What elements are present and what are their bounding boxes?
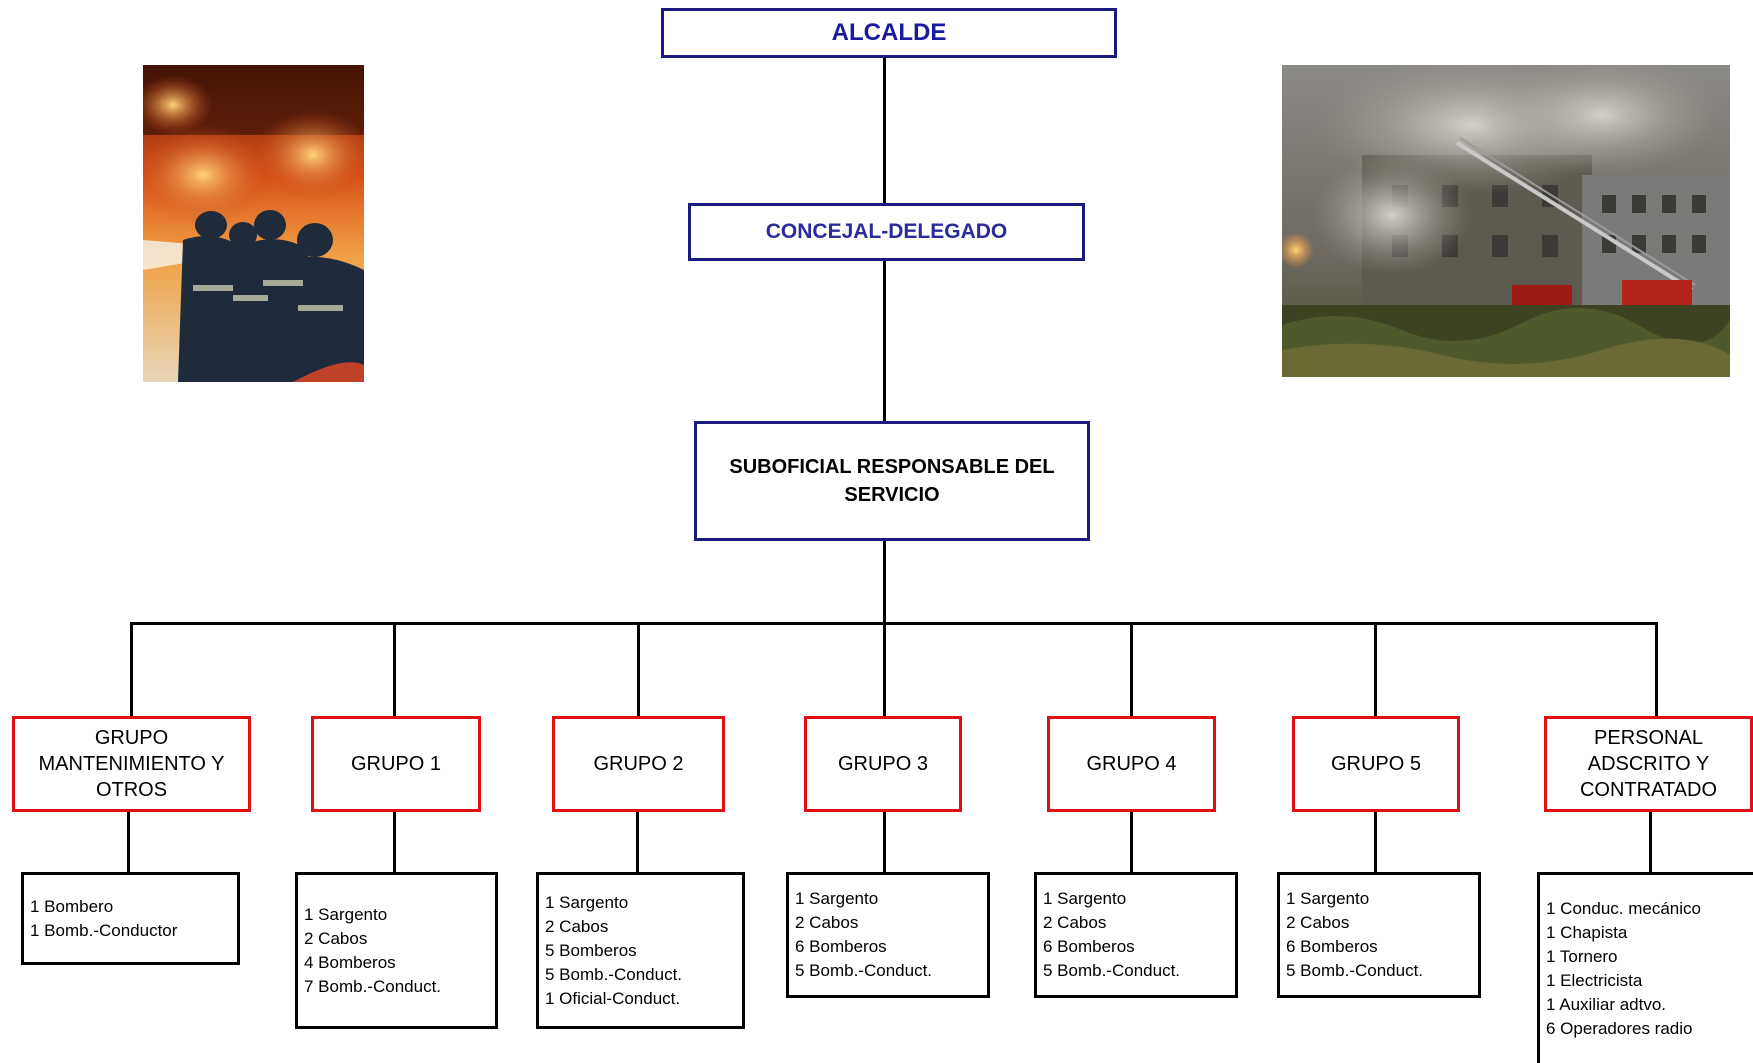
group-box-2: GRUPO 2 xyxy=(552,716,725,812)
member-item: 1 Sargento xyxy=(1043,889,1127,908)
member-item: 5 Bomb.-Conduct. xyxy=(545,964,683,984)
member-item: 1 Sargento xyxy=(1286,889,1370,908)
suboficial-box: SUBOFICIAL RESPONSABLE DEL SERVICIO xyxy=(694,421,1090,541)
member-line-1 xyxy=(393,811,396,873)
group-box-0: GRUPO MANTENIMIENTO Y OTROS xyxy=(12,716,251,812)
firefighters-photo xyxy=(143,65,364,382)
member-item: 5 Bomberos xyxy=(545,940,637,960)
member-item: 5 Bomb.-Conduct. xyxy=(1043,961,1181,980)
member-line-2 xyxy=(636,811,639,873)
drop-line-group-0 xyxy=(130,622,133,716)
member-item: 1 Conduc. mecánico xyxy=(1546,899,1701,918)
member-item: 5 Bomb.-Conduct. xyxy=(1286,961,1424,980)
member-item: 1 Sargento xyxy=(545,892,629,912)
connector-concejal-suboficial xyxy=(883,260,886,423)
member-list-0: 1 Bombero 1 Bomb.-Conductor xyxy=(21,872,240,965)
member-item: 1 Sargento xyxy=(304,904,388,924)
member-list-2: 1 Sargento 2 Cabos 5 Bomberos 5 Bomb.-Co… xyxy=(536,872,745,1029)
member-item: 6 Bomberos xyxy=(795,937,887,956)
member-list-4: 1 Sargento 2 Cabos 6 Bomberos 5 Bomb.-Co… xyxy=(1034,872,1238,998)
horizontal-bus xyxy=(130,622,1658,625)
member-item: 1 Oficial-Conduct. xyxy=(545,988,681,1008)
alcalde-label: ALCALDE xyxy=(831,19,947,46)
member-line-4 xyxy=(1130,811,1133,873)
burning-building-photo xyxy=(1282,65,1730,377)
member-list-5: 1 Sargento 2 Cabos 6 Bomberos 5 Bomb.-Co… xyxy=(1277,872,1481,998)
concejal-box: CONCEJAL-DELEGADO xyxy=(688,203,1085,261)
group-box-3: GRUPO 3 xyxy=(804,716,962,812)
alcalde-box: ALCALDE xyxy=(661,8,1117,58)
group-label: GRUPO 1 xyxy=(350,753,442,775)
group-box-6: PERSONAL ADSCRITO Y CONTRATADO xyxy=(1544,716,1753,812)
member-item: 1 Bomb.-Conductor xyxy=(30,920,178,940)
member-item: 2 Cabos xyxy=(795,913,859,932)
member-item: 5 Bomb.-Conduct. xyxy=(795,961,933,980)
member-item: 1 Chapista xyxy=(1546,923,1628,942)
group-box-1: GRUPO 1 xyxy=(311,716,481,812)
member-item: 7 Bomb.-Conduct. xyxy=(304,976,442,996)
group-box-4: GRUPO 4 xyxy=(1047,716,1216,812)
member-item: 1 Auxiliar adtvo. xyxy=(1546,995,1667,1014)
member-item: 1 Electricista xyxy=(1546,971,1643,990)
member-line-6 xyxy=(1649,811,1652,873)
member-list-3: 1 Sargento 2 Cabos 6 Bomberos 5 Bomb.-Co… xyxy=(786,872,990,998)
member-line-3 xyxy=(883,811,886,873)
drop-line-group-5 xyxy=(1374,622,1377,716)
group-label: GRUPO 5 xyxy=(1330,753,1422,775)
suboficial-label: SUBOFICIAL RESPONSABLE DEL SERVICIO xyxy=(729,456,1055,506)
member-item: 1 Sargento xyxy=(795,889,879,908)
member-list-6: 1 Conduc. mecánico 1 Chapista 1 Tornero … xyxy=(1537,872,1753,1063)
member-item: 6 Bomberos xyxy=(1286,937,1378,956)
drop-line-group-2 xyxy=(637,622,640,716)
member-item: 2 Cabos xyxy=(1286,913,1350,932)
connector-alcalde-concejal xyxy=(883,56,886,204)
member-line-0 xyxy=(127,811,130,873)
member-item: 2 Cabos xyxy=(545,916,609,936)
group-label: PERSONAL ADSCRITO Y CONTRATADO xyxy=(1579,727,1718,801)
group-label: GRUPO 4 xyxy=(1086,753,1177,775)
member-item: 6 Bomberos xyxy=(1043,937,1135,956)
member-list-1: 1 Sargento 2 Cabos 4 Bomberos 7 Bomb.-Co… xyxy=(295,872,498,1029)
group-label: GRUPO 2 xyxy=(593,753,684,775)
drop-line-group-6 xyxy=(1655,622,1658,716)
drop-line-group-1 xyxy=(393,622,396,716)
member-item: 4 Bomberos xyxy=(304,952,396,972)
concejal-label: CONCEJAL-DELEGADO xyxy=(765,220,1008,243)
member-item: 1 Tornero xyxy=(1546,947,1618,966)
group-label: GRUPO 3 xyxy=(837,753,929,775)
member-item: 2 Cabos xyxy=(304,928,368,948)
connector-suboficial-bus xyxy=(883,539,886,625)
member-item: 1 Bombero xyxy=(30,896,114,916)
group-label: GRUPO MANTENIMIENTO Y OTROS xyxy=(38,727,225,801)
member-item: 6 Operadores radio xyxy=(1546,1019,1693,1038)
member-line-5 xyxy=(1374,811,1377,873)
group-box-5: GRUPO 5 xyxy=(1292,716,1460,812)
drop-line-group-4 xyxy=(1130,622,1133,716)
drop-line-group-3 xyxy=(883,622,886,716)
member-item: 2 Cabos xyxy=(1043,913,1107,932)
